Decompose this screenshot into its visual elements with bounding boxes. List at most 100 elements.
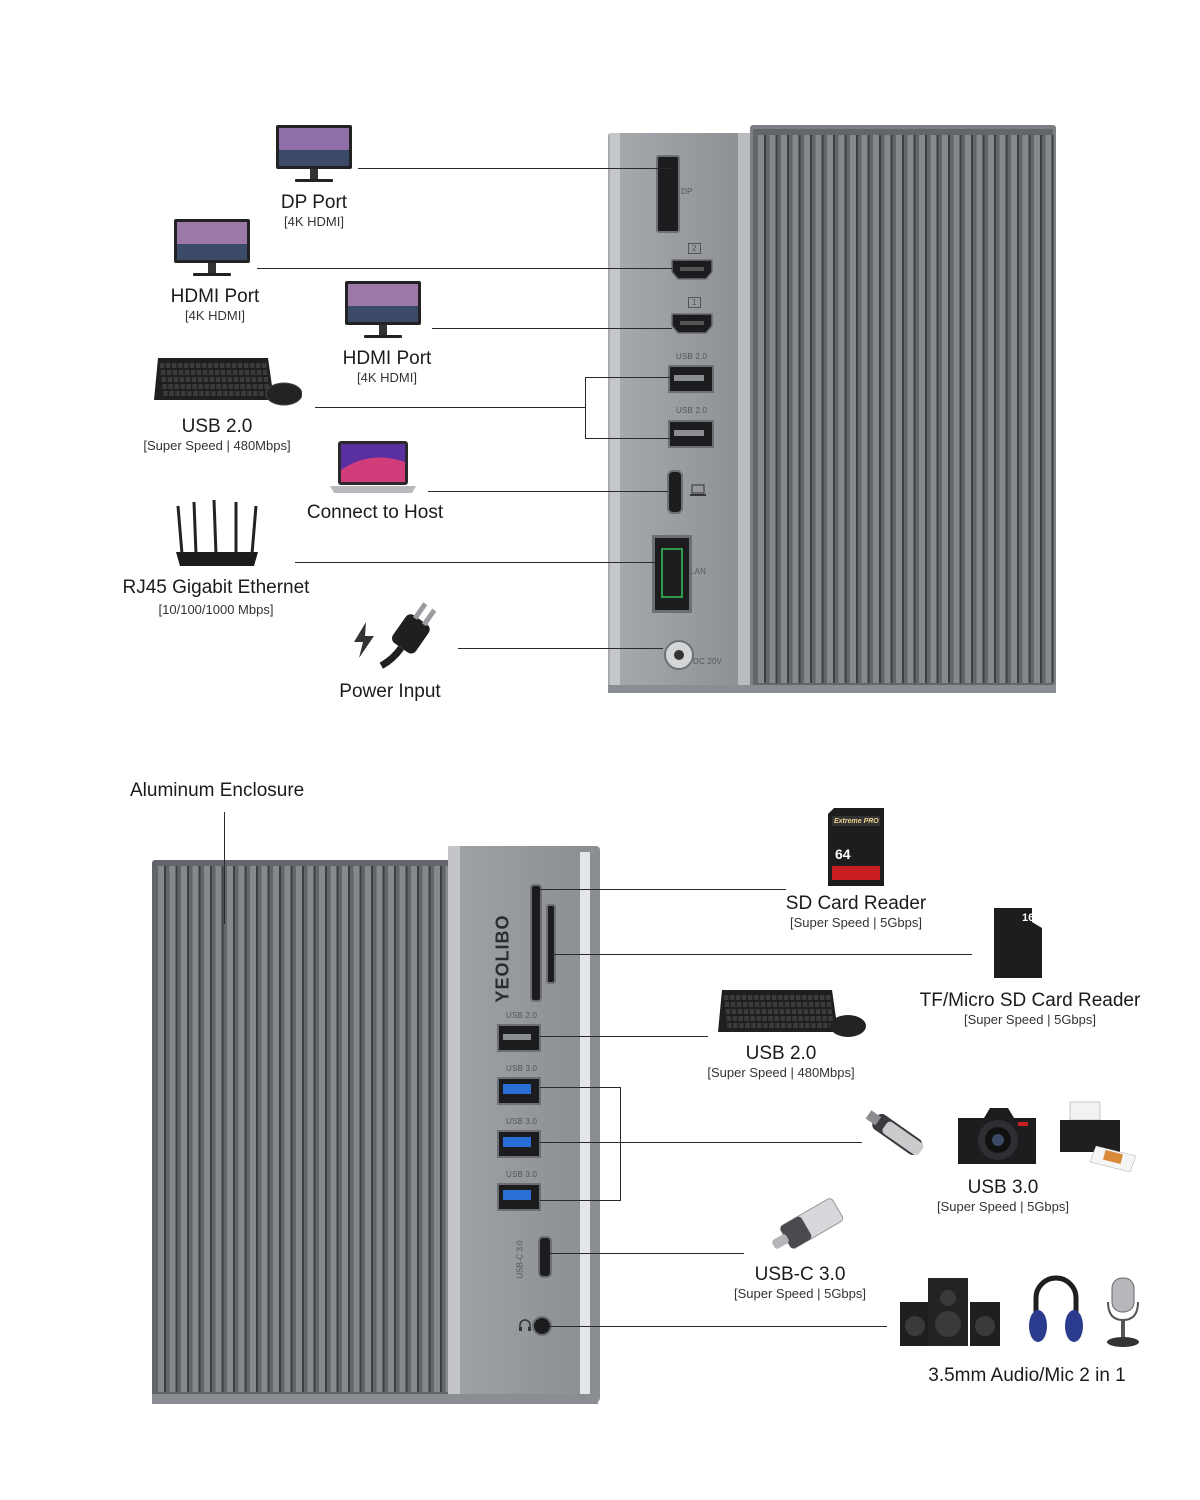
tf-leader-line bbox=[552, 954, 972, 955]
usb2-b-title: USB 2.0 bbox=[745, 1043, 817, 1064]
usbc-port-mark: USB-C 3.0 bbox=[500, 1240, 540, 1278]
hdmi1-port-mark: 1 bbox=[688, 297, 701, 308]
usb-c-flash-drive-icon bbox=[764, 1192, 854, 1258]
hdmi1-port-title: HDMI Port bbox=[342, 348, 432, 369]
usb3-bracket bbox=[620, 1087, 621, 1201]
lan-port[interactable] bbox=[652, 535, 692, 613]
sd-brand-mark: Extreme PRO bbox=[834, 818, 879, 825]
lan-label: RJ45 Gigabit Ethernet [10/100/1000 Mbps] bbox=[106, 577, 326, 617]
usb2-leader-line bbox=[315, 407, 585, 408]
tf-capacity-mark: 16 bbox=[1022, 912, 1035, 924]
dp-port-label: DP Port [4K HDMI] bbox=[254, 192, 374, 229]
sd-reader-label: SD Card Reader [Super Speed | 5Gbps] bbox=[766, 893, 946, 930]
audio-label: 3.5mm Audio/Mic 2 in 1 bbox=[900, 1365, 1154, 1387]
dp-port-mark: DP bbox=[681, 187, 693, 196]
monitor-icon bbox=[173, 218, 251, 280]
hdmi1-port-sub: [4K HDMI] bbox=[357, 370, 417, 385]
tf-reader-label: TF/Micro SD Card Reader [Super Speed | 5… bbox=[906, 990, 1154, 1027]
power-plug-icon bbox=[378, 598, 438, 678]
usb2-b-leader-line bbox=[540, 1036, 708, 1037]
usb-a-port-mark: USB 2.0 bbox=[676, 352, 708, 361]
hdmi2-port-sub: [4K HDMI] bbox=[185, 308, 245, 323]
hdmi2-leader-line bbox=[257, 268, 672, 269]
usb2-bracket bbox=[585, 377, 586, 439]
dock-front-view bbox=[608, 125, 1058, 697]
dp-port-sub: [4K HDMI] bbox=[284, 214, 344, 229]
dp-port-title: DP Port bbox=[280, 192, 348, 213]
sd-reader-sub: [Super Speed | 5Gbps] bbox=[789, 915, 923, 930]
usbc-port[interactable] bbox=[538, 1236, 552, 1278]
usb3-port-mark-b: USB 3.0 bbox=[506, 1117, 538, 1126]
usb3-port-a[interactable] bbox=[497, 1077, 541, 1105]
camera-icon bbox=[954, 1102, 1040, 1168]
sd-capacity-mark: 64 bbox=[835, 846, 851, 862]
power-leader-line bbox=[458, 648, 663, 649]
enclosure-leader-line bbox=[224, 812, 225, 924]
lightning-icon bbox=[350, 620, 378, 660]
usb-flash-drive-icon bbox=[860, 1102, 936, 1168]
speakers-icon bbox=[898, 1276, 1004, 1348]
usb-a-port[interactable] bbox=[668, 365, 714, 393]
usb2-port-mark: USB 2.0 bbox=[506, 1011, 538, 1020]
host-leader-line bbox=[428, 491, 668, 492]
usb3-port-c[interactable] bbox=[497, 1183, 541, 1211]
hdmi1-port-label: HDMI Port [4K HDMI] bbox=[322, 348, 452, 385]
tf-reader-title: TF/Micro SD Card Reader bbox=[919, 990, 1141, 1011]
usb3-label: USB 3.0 [Super Speed | 5Gbps] bbox=[918, 1177, 1088, 1214]
usb3-port-b[interactable] bbox=[497, 1130, 541, 1158]
tf-reader-sub: [Super Speed | 5Gbps] bbox=[963, 1012, 1097, 1027]
sd-leader-line bbox=[540, 889, 786, 890]
lan-sub: [10/100/1000 Mbps] bbox=[158, 602, 274, 617]
usb2-title: USB 2.0 bbox=[181, 416, 253, 437]
brand-logo: YEOLIBO bbox=[488, 915, 528, 1003]
usb3-port-mark-a: USB 3.0 bbox=[506, 1064, 538, 1073]
host-title: Connect to Host bbox=[306, 502, 444, 523]
dp-leader-line bbox=[358, 168, 670, 169]
usbc-label: USB-C 3.0 [Super Speed | 5Gbps] bbox=[710, 1264, 890, 1301]
usb3-port-mark-c: USB 3.0 bbox=[506, 1170, 538, 1179]
sd-card-icon: Extreme PRO 64 bbox=[826, 808, 886, 888]
dc-power-port[interactable] bbox=[664, 640, 694, 670]
power-title: Power Input bbox=[339, 681, 441, 702]
hdmi1-leader-line bbox=[432, 328, 672, 329]
lan-leader-line bbox=[295, 562, 655, 563]
audio-leader-line bbox=[550, 1326, 887, 1327]
usbc-sub: [Super Speed | 5Gbps] bbox=[733, 1286, 867, 1301]
usbc-leader-line bbox=[550, 1253, 744, 1254]
usb3-leader-line bbox=[540, 1142, 862, 1143]
usb2-b-label: USB 2.0 [Super Speed | 480Mbps] bbox=[686, 1043, 876, 1080]
dc-port-mark: DC 20V bbox=[693, 657, 723, 666]
lan-title: RJ45 Gigabit Ethernet bbox=[122, 577, 310, 598]
printer-icon bbox=[1056, 1100, 1142, 1174]
sd-card-slot[interactable] bbox=[530, 884, 542, 1002]
audio-jack-port[interactable] bbox=[532, 1316, 552, 1336]
keyboard-mouse-icon bbox=[716, 986, 866, 1040]
microphone-icon bbox=[1100, 1276, 1146, 1348]
tf-card-slot[interactable] bbox=[546, 904, 556, 984]
hdmi2-port-mark: 2 bbox=[688, 243, 701, 254]
monitor-icon bbox=[344, 280, 422, 342]
hdmi2-port[interactable] bbox=[670, 257, 714, 281]
usbc-title: USB-C 3.0 bbox=[754, 1264, 846, 1285]
usb3-sub: [Super Speed | 5Gbps] bbox=[936, 1199, 1070, 1214]
enclosure-label: Aluminum Enclosure bbox=[130, 780, 330, 802]
power-label: Power Input bbox=[320, 681, 460, 703]
usb2-label: USB 2.0 [Super Speed | 480Mbps] bbox=[122, 416, 312, 453]
usb-c-host-port[interactable] bbox=[667, 470, 683, 514]
sd-reader-title: SD Card Reader bbox=[785, 893, 927, 914]
enclosure-title: Aluminum Enclosure bbox=[130, 780, 305, 801]
headphone-mark-icon bbox=[518, 1318, 532, 1332]
host-label: Connect to Host bbox=[290, 502, 460, 524]
router-icon bbox=[170, 500, 264, 570]
usb3-title: USB 3.0 bbox=[967, 1177, 1039, 1198]
hdmi1-port[interactable] bbox=[670, 311, 714, 335]
hdmi2-port-label: HDMI Port [4K HDMI] bbox=[150, 286, 280, 323]
usbc-port-mark-text: USB-C 3.0 bbox=[515, 1240, 525, 1279]
usb-b-port[interactable] bbox=[668, 420, 714, 448]
laptop-icon bbox=[688, 484, 712, 498]
usb2-port[interactable] bbox=[497, 1024, 541, 1052]
brand-text: YEOLIBO bbox=[492, 914, 513, 1003]
hdmi2-port-title: HDMI Port bbox=[170, 286, 260, 307]
usb-b-port-mark: USB 2.0 bbox=[676, 406, 708, 415]
dp-port[interactable] bbox=[656, 155, 680, 233]
